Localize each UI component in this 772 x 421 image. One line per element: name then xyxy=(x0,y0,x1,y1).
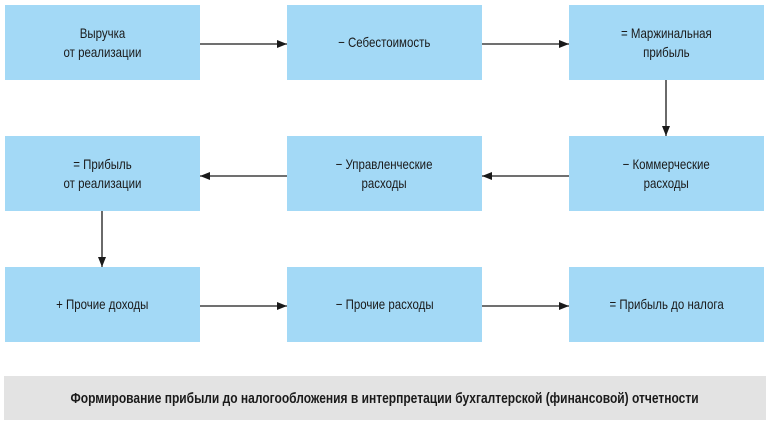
box-label: − Себестоимость xyxy=(338,34,431,50)
box-label: − Управленческие расходы xyxy=(336,155,433,191)
box-admin-expenses: − Управленческие расходы xyxy=(287,136,482,211)
box-cost-of-sales: − Себестоимость xyxy=(287,5,482,80)
box-commercial-expenses: − Коммерческие расходы xyxy=(569,136,764,211)
box-revenue: Выручка от реализации xyxy=(5,5,200,80)
caption-text: Формирование прибыли до налогообложения … xyxy=(70,389,700,407)
box-other-income: + Прочие доходы xyxy=(5,267,200,342)
box-pretax-profit: = Прибыль до налога xyxy=(569,267,764,342)
box-label: + Прочие доходы xyxy=(56,296,149,312)
box-label: = Прибыль до налога xyxy=(609,296,724,312)
box-label: − Коммерческие расходы xyxy=(622,155,711,191)
box-label: = Прибыль от реализации xyxy=(63,155,142,191)
box-operating-profit: = Прибыль от реализации xyxy=(5,136,200,211)
box-other-expenses: − Прочие расходы xyxy=(287,267,482,342)
caption-bar: Формирование прибыли до налогообложения … xyxy=(4,376,766,420)
box-marginal-profit: = Маржинальная прибыль xyxy=(569,5,764,80)
box-label: − Прочие расходы xyxy=(335,296,434,312)
box-label: Выручка от реализации xyxy=(63,24,142,60)
box-label: = Маржинальная прибыль xyxy=(621,24,712,60)
